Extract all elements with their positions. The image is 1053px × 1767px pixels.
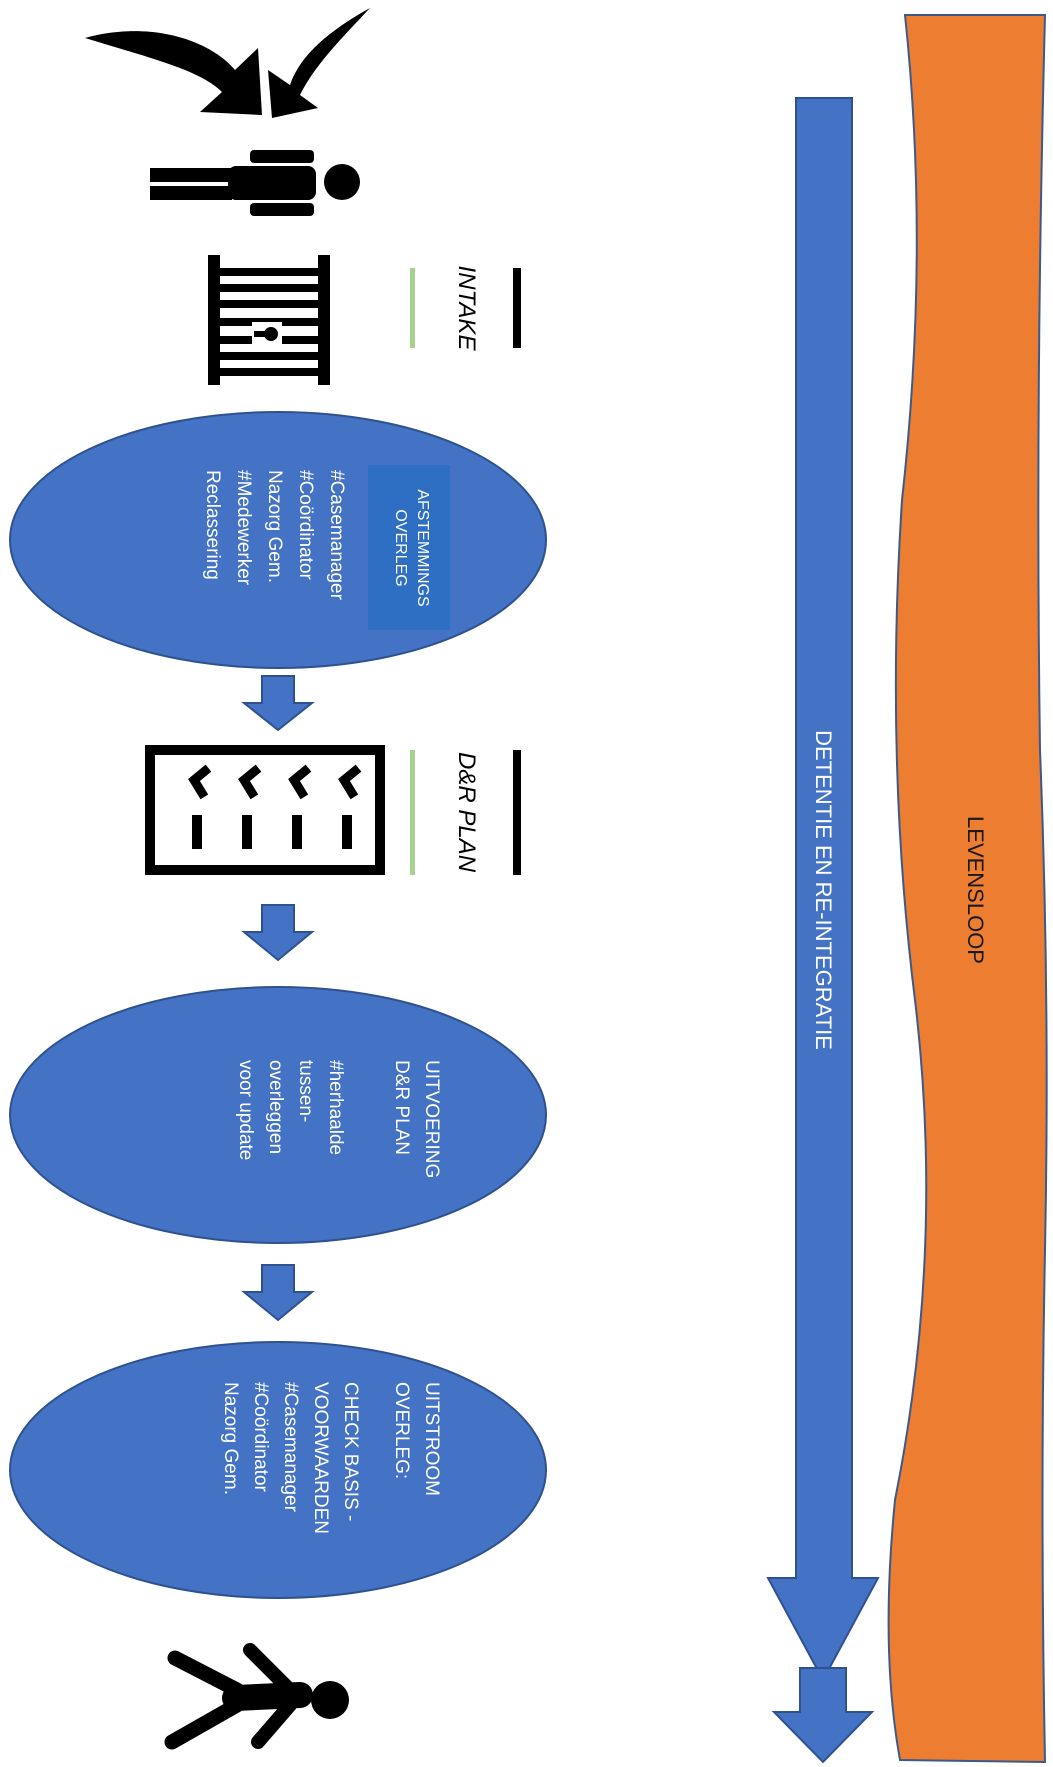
uitstroom-ellipse	[9, 1341, 547, 1599]
person-walking-icon	[164, 1643, 349, 1750]
afstemmings-header-box	[368, 465, 450, 630]
afstemmings-text: AFSTEMMINGS OVERLEG #Casemanager #Coördi…	[202, 470, 431, 607]
afstemmings-line-2: #Coördinator	[295, 470, 316, 581]
uitstroom-line-2: OVERLEG:	[391, 1382, 412, 1479]
levensloop-label: LEVENSLOOP	[963, 816, 988, 964]
prison-gate-icon	[208, 255, 330, 385]
uitstroom-text: UITSTROOM OVERLEG: CHECK BASIS - VOORWAA…	[220, 1382, 442, 1534]
uitstroom-line-4: CHECK BASIS -	[340, 1382, 361, 1521]
plan-green-bar	[410, 750, 415, 875]
flow-arrow-3	[241, 1264, 315, 1322]
uitvoering-line-5: tussen-	[295, 1060, 316, 1122]
uitvoering-line-2: D&R PLAN	[391, 1060, 412, 1155]
person-standing-icon	[150, 150, 360, 216]
intake-label: INTAKE	[453, 266, 480, 352]
uitstroom-line-1: UITSTROOM	[421, 1382, 442, 1496]
afstemmings-line-1: #Casemanager	[326, 470, 347, 601]
uitstroom-line-5: VOORWAARDEN	[310, 1382, 331, 1534]
intake-green-bar	[410, 268, 415, 348]
detentie-label: DETENTIE EN RE-INTEGRATIE	[811, 730, 836, 1050]
afstemmings-header-1: AFSTEMMINGS	[414, 489, 431, 606]
intake-black-bar	[513, 268, 521, 348]
uitstroom-line-6: #Casemanager	[280, 1382, 301, 1513]
checklist-icon	[145, 745, 385, 875]
afstemmings-line-4: #Medewerker	[233, 470, 254, 586]
flow-arrow-1	[241, 675, 315, 732]
plan-black-bar	[513, 750, 521, 875]
uitstroom-line-8: Nazorg Gem.	[220, 1382, 241, 1495]
detentie-arrow	[766, 97, 880, 1683]
uitvoering-ellipse	[9, 986, 547, 1244]
uitvoering-text: UITVOERING D&R PLAN #herhaalde tussen- o…	[235, 1060, 442, 1178]
continuation-arrow	[771, 1667, 875, 1764]
arrows-converging-icon	[85, 8, 370, 118]
afstemmings-line-3: Nazorg Gem.	[264, 470, 285, 583]
uitvoering-line-1: UITVOERING	[421, 1060, 442, 1178]
afstemmings-line-5: Reclassering	[202, 470, 223, 580]
uitvoering-line-7: voor update	[235, 1060, 256, 1160]
afstemmings-header-2: OVERLEG	[392, 509, 409, 586]
uitstroom-line-7: #Coördinator	[250, 1382, 271, 1493]
plan-label: D&R PLAN	[453, 752, 480, 873]
uitvoering-line-4: #herhaalde	[325, 1060, 346, 1155]
levensloop-band	[887, 14, 1048, 1764]
uitvoering-line-6: overleggen	[265, 1060, 286, 1154]
flow-arrow-2	[241, 904, 315, 962]
